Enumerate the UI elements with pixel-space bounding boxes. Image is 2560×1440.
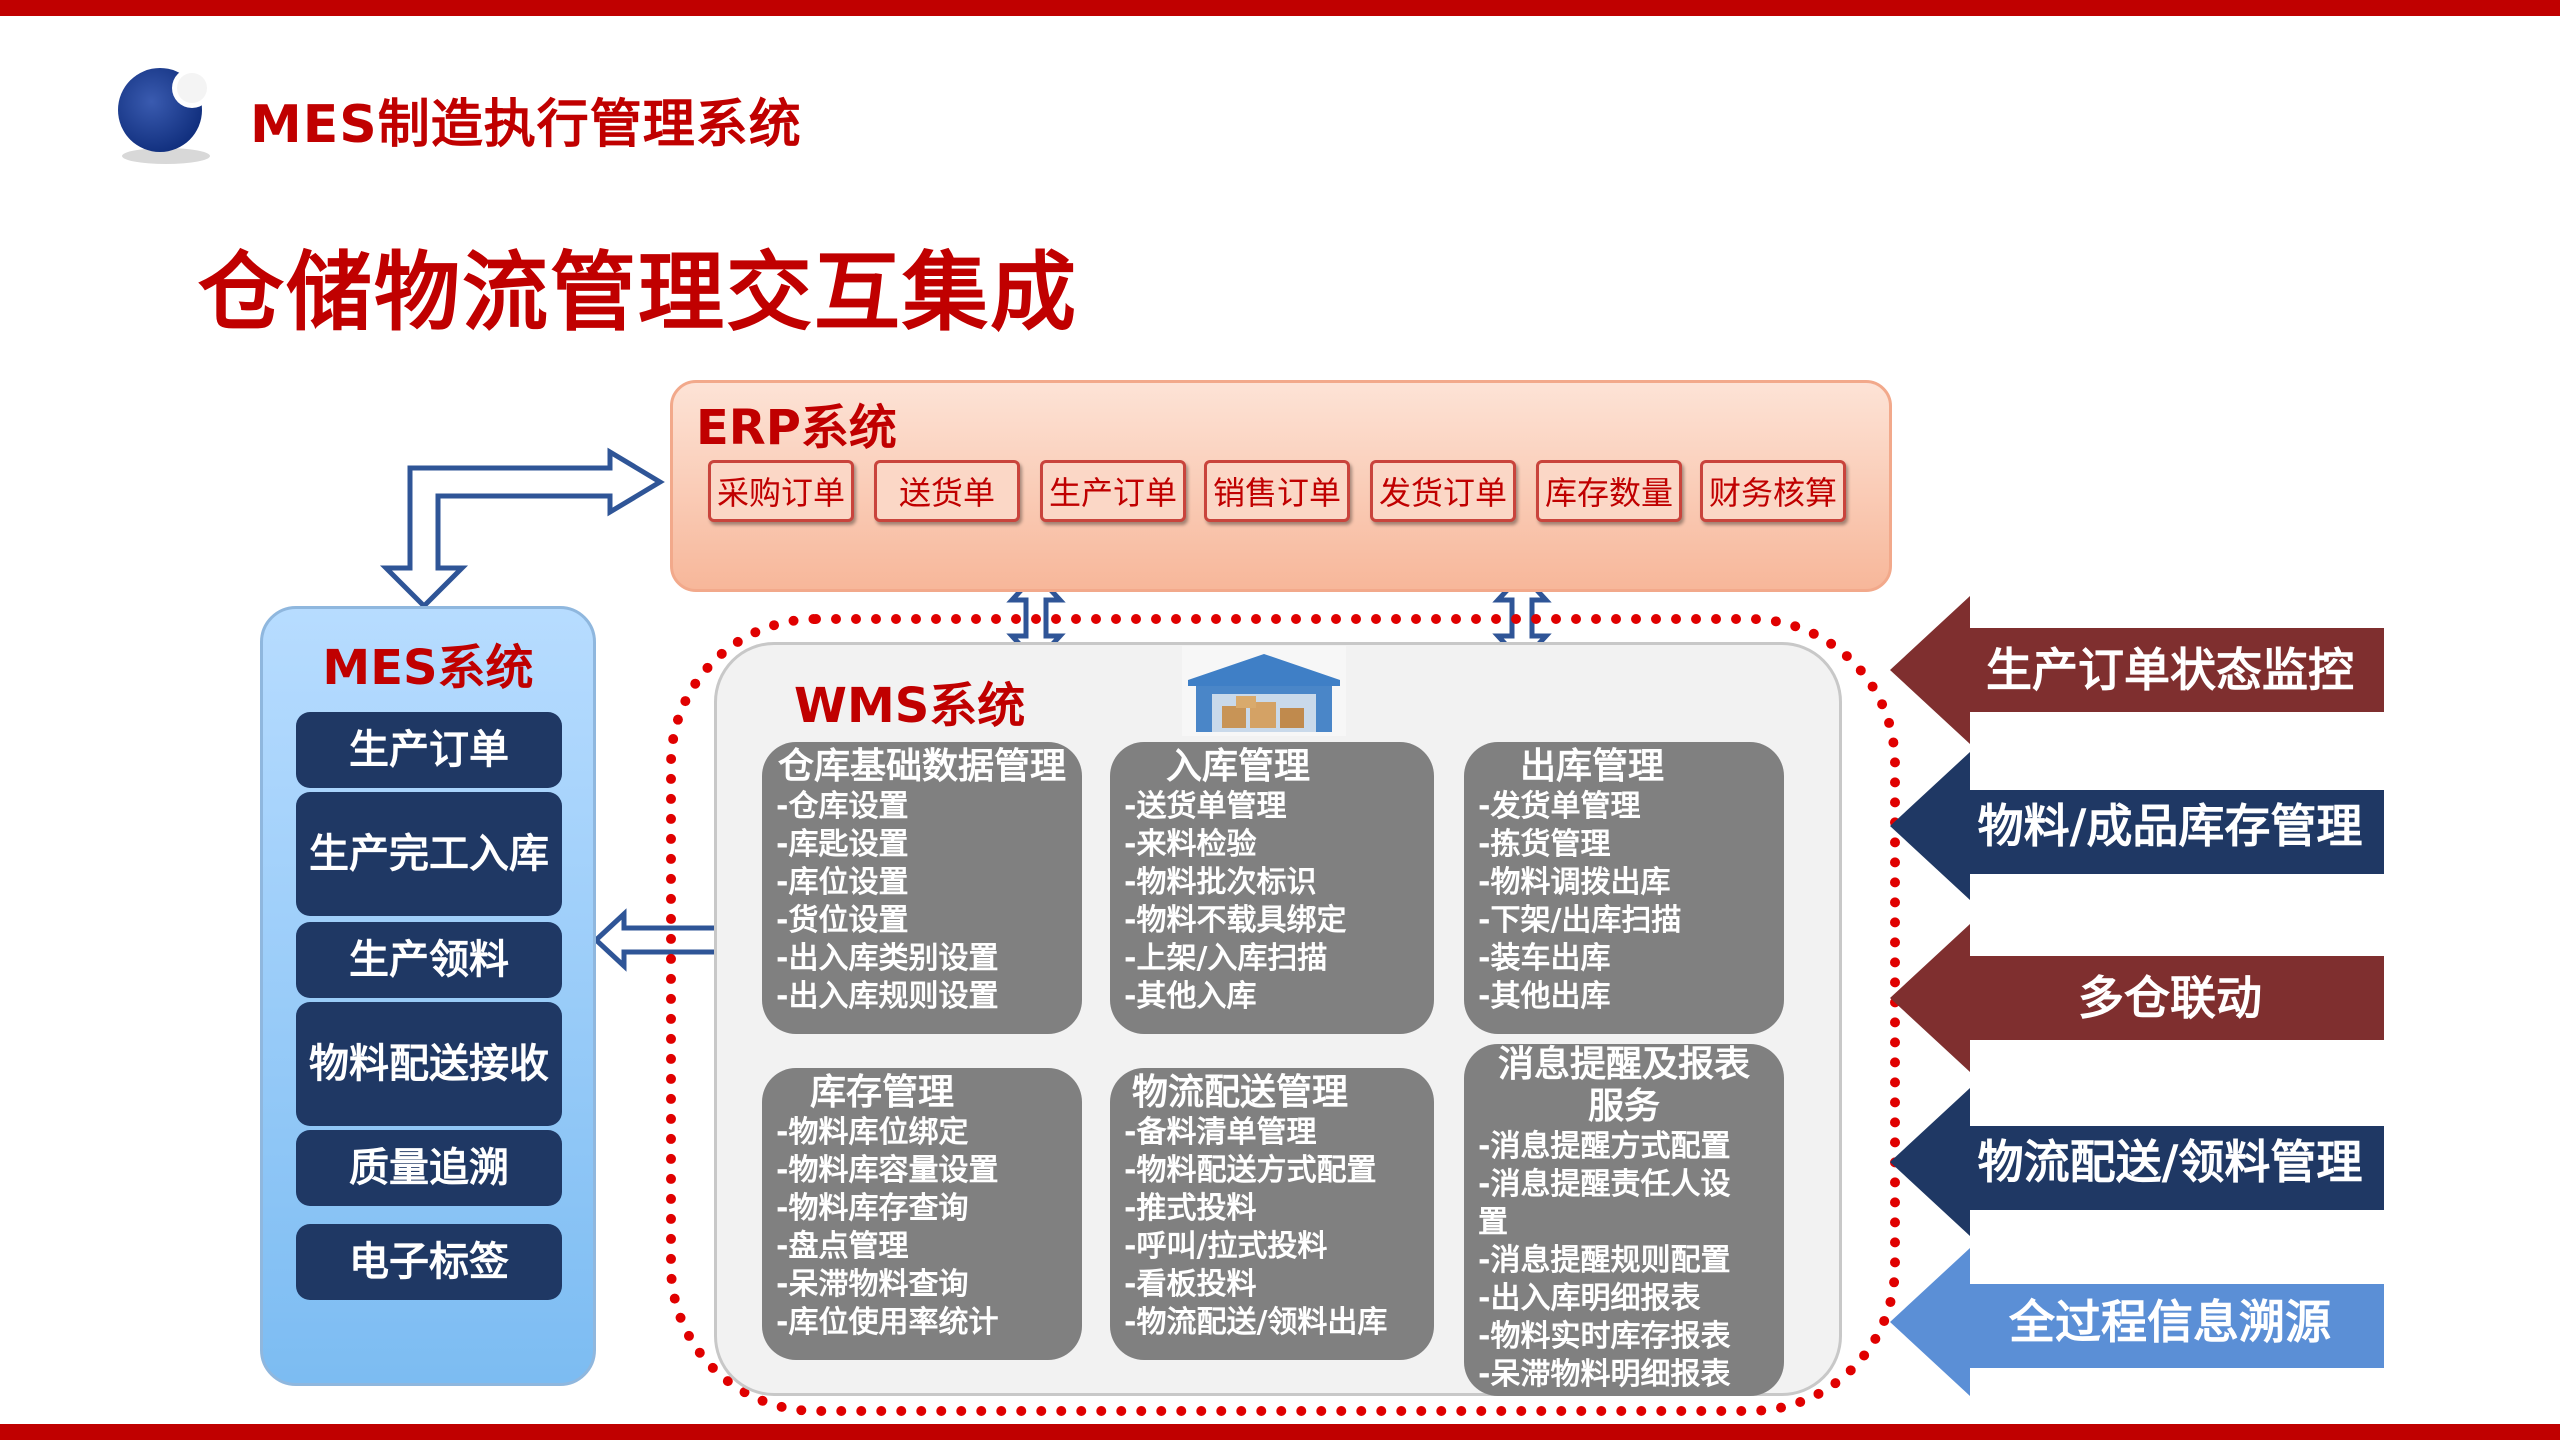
bottom-bar (0, 1424, 2560, 1440)
module-item: -出入库规则设置 (776, 979, 999, 1014)
module-item: -下架/出库扫描 (1478, 903, 1682, 938)
module-item: -货位设置 (776, 903, 909, 938)
erp-title: ERP系统 (696, 400, 897, 456)
wms-module: 仓库基础数据管理 -仓库设置 -库匙设置 -库位设置 -货位设置 -出入库类别设… (762, 742, 1082, 1034)
erp-item: 生产订单 (1040, 460, 1186, 522)
module-item: -装车出库 (1478, 941, 1611, 976)
module-item: -消息提醒方式配置 (1478, 1129, 1731, 1164)
module-item: -物料配送方式配置 (1124, 1153, 1377, 1188)
side-arrow: 生产订单状态监控 (1890, 596, 2384, 744)
logo-sphere-icon (118, 68, 212, 164)
side-arrow-label: 多仓联动 (2078, 971, 2262, 1025)
module-item: -盘点管理 (776, 1229, 909, 1264)
wms-module: 出库管理 -发货单管理 -拣货管理 -物料调拨出库 -下架/出库扫描 -装车出库… (1464, 742, 1784, 1034)
module-item: -出入库明细报表 (1478, 1281, 1701, 1316)
page-title: 仓储物流管理交互集成 (198, 243, 1078, 343)
mes-item: 质量追溯 (296, 1130, 562, 1206)
module-item: -来料检验 (1124, 827, 1257, 862)
warehouse-icon (1182, 646, 1346, 736)
module-item: -呆滞物料明细报表 (1478, 1357, 1731, 1392)
module-item: -物料批次标识 (1124, 865, 1317, 900)
mes-item: 物料配送接收 (296, 1002, 562, 1126)
wms-module: 入库管理 -送货单管理 -来料检验 -物料批次标识 -物料不载具绑定 -上架/入… (1110, 742, 1434, 1034)
module-item: -物料调拨出库 (1478, 865, 1671, 900)
module-item: -其他出库 (1478, 979, 1611, 1014)
side-arrow: 全过程信息溯源 (1890, 1248, 2384, 1396)
side-arrow-label: 物料/成品库存管理 (1977, 799, 2363, 853)
side-arrow: 多仓联动 (1890, 924, 2384, 1072)
module-item: -物料库容量设置 (776, 1153, 999, 1188)
module-item: -物流配送/领料出库 (1124, 1305, 1388, 1340)
erp-item: 采购订单 (708, 460, 854, 522)
module-item: -仓库设置 (776, 789, 909, 824)
header-title: MES制造执行管理系统 (250, 95, 802, 155)
module-title: 物流配送管理 (1132, 1072, 1349, 1113)
module-title: 出库管理 (1520, 746, 1665, 787)
erp-item: 财务核算 (1700, 460, 1846, 522)
module-item: -推式投料 (1124, 1191, 1257, 1226)
module-item: -库位使用率统计 (776, 1305, 999, 1340)
side-arrow-label: 全过程信息溯源 (2009, 1295, 2331, 1349)
wms-dotted-frame (666, 614, 1900, 1416)
top-bar (0, 0, 2560, 16)
module-item: -上架/入库扫描 (1124, 941, 1328, 976)
module-item: -库位设置 (776, 865, 909, 900)
module-title: 库存管理 (810, 1072, 955, 1113)
module-item: -物料库存查询 (776, 1191, 969, 1226)
module-item: -出入库类别设置 (776, 941, 999, 976)
side-arrow-label: 生产订单状态监控 (1986, 643, 2354, 697)
module-item: -物料实时库存报表 (1478, 1319, 1731, 1354)
erp-item: 库存数量 (1536, 460, 1682, 522)
module-title: 仓库基础数据管理 (777, 746, 1066, 787)
module-item: -呼叫/拉式投料 (1124, 1229, 1328, 1264)
mes-item: 生产完工入库 (296, 792, 562, 916)
module-item: -呆滞物料查询 (776, 1267, 969, 1302)
erp-item: 销售订单 (1204, 460, 1350, 522)
wms-module: 库存管理 -物料库位绑定 -物料库容量设置 -物料库存查询 -盘点管理 -呆滞物… (762, 1068, 1082, 1360)
module-item: -消息提醒规则配置 (1478, 1243, 1731, 1278)
module-item: -送货单管理 (1124, 789, 1287, 824)
mes-item: 生产订单 (296, 712, 562, 788)
erp-item: 送货单 (874, 460, 1020, 522)
mes-title: MES系统 (322, 640, 534, 696)
side-arrow: 物料/成品库存管理 (1890, 752, 2384, 900)
module-item: -发货单管理 (1478, 789, 1641, 824)
module-item: -物料库位绑定 (776, 1115, 969, 1150)
elbow-arrow-icon (379, 447, 665, 610)
mes-item: 电子标签 (296, 1224, 562, 1300)
mes-item: 生产领料 (296, 922, 562, 998)
module-item: -看板投料 (1124, 1267, 1257, 1302)
module-title: 入库管理 (1166, 746, 1311, 787)
side-arrow: 物流配送/领料管理 (1890, 1088, 2384, 1236)
module-item: -拣货管理 (1478, 827, 1611, 862)
side-arrow-label: 物流配送/领料管理 (1977, 1135, 2363, 1189)
wms-title: WMS系统 (794, 678, 1026, 734)
module-item: -物料不载具绑定 (1124, 903, 1347, 938)
module-item: -其他入库 (1124, 979, 1257, 1014)
module-item: -消息提醒责任人设置 (1478, 1167, 1731, 1240)
module-item: -备料清单管理 (1124, 1115, 1317, 1150)
erp-item: 发货订单 (1370, 460, 1516, 522)
wms-module: 物流配送管理 -备料清单管理 -物料配送方式配置 -推式投料 -呼叫/拉式投料 … (1110, 1068, 1434, 1360)
module-title: 消息提醒及报表服务 (1497, 1044, 1750, 1127)
module-item: -库匙设置 (776, 827, 909, 862)
wms-module: 消息提醒及报表服务 -消息提醒方式配置 -消息提醒责任人设置 -消息提醒规则配置… (1464, 1044, 1784, 1396)
